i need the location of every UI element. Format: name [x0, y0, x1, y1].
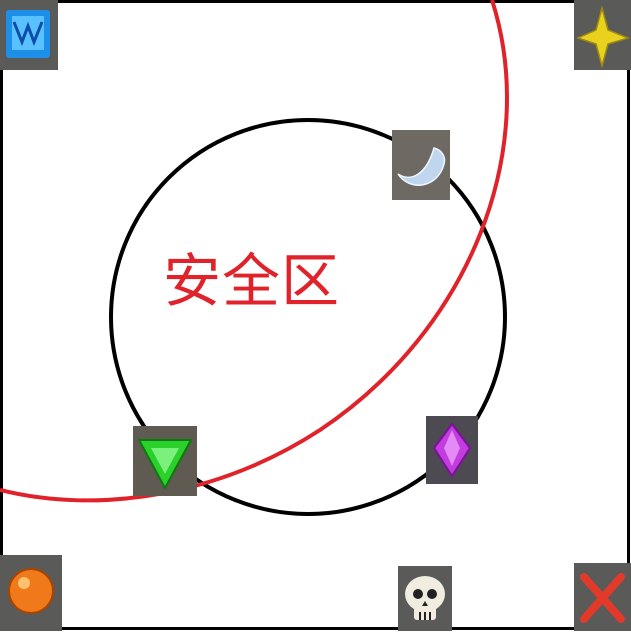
yellow-star-icon[interactable]	[574, 0, 631, 70]
safe-zone-label: 安全区	[163, 247, 341, 315]
danger-zone-arc	[0, 0, 509, 503]
green-triangle-icon[interactable]	[133, 426, 197, 496]
orange-orb-icon[interactable]	[0, 555, 62, 631]
red-x-icon[interactable]	[574, 563, 631, 631]
purple-crystal-icon[interactable]	[426, 416, 478, 484]
blue-scroll-icon[interactable]	[0, 0, 58, 70]
safe-zone-circle	[109, 118, 507, 516]
skull-icon[interactable]	[398, 566, 452, 631]
crescent-moon-icon[interactable]	[392, 130, 450, 200]
